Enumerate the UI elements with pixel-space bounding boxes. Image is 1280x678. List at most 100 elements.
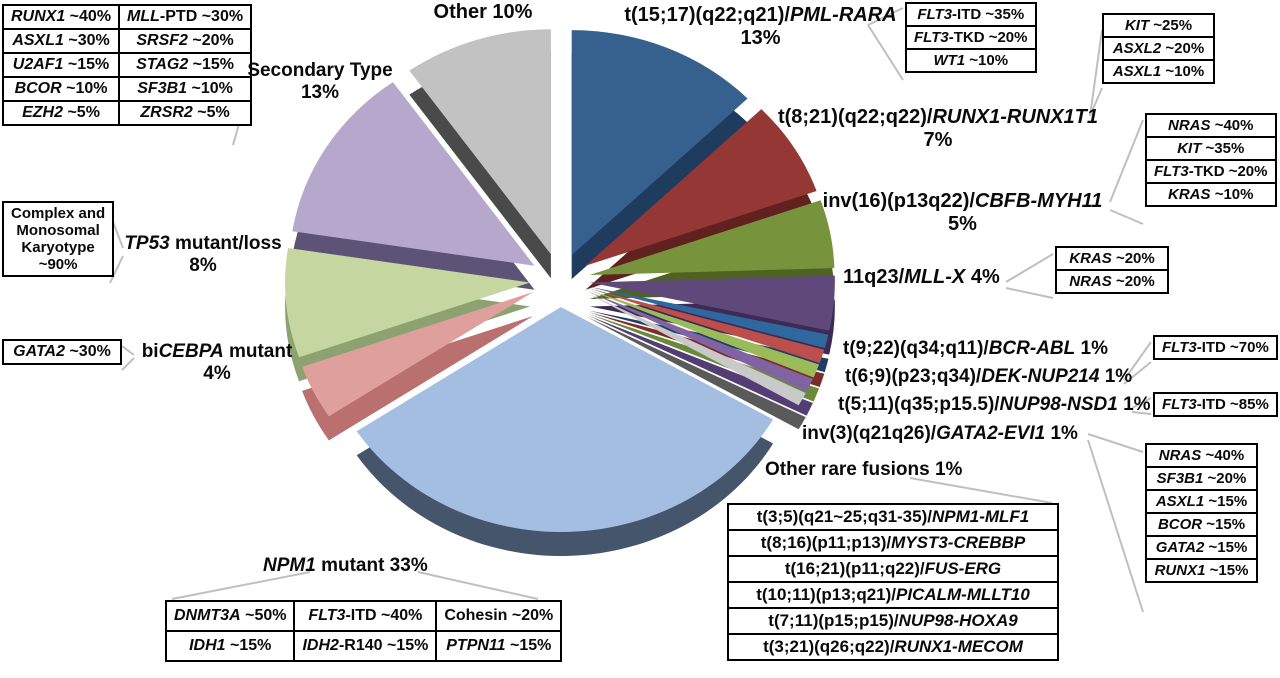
table-cell: FLT3-TKD ~20% — [1145, 159, 1277, 184]
table-cell: t(8;16)(p11;p13)/MYST3-CREBBP — [727, 529, 1059, 557]
table-cell: BCOR ~10% — [1, 76, 121, 102]
table-row: KIT ~35% — [1145, 136, 1277, 161]
label-gata2-evi1: inv(3)(q21q26)/GATA2-EVI1 1% — [802, 423, 1078, 444]
leader-lines — [109, 7, 1152, 613]
leader-line — [1005, 287, 1054, 299]
table-cell: FLT3-ITD ~70% — [1153, 335, 1278, 360]
nsd1-mutations-table: FLT3-ITD ~85% — [1153, 392, 1278, 417]
table-cell: IDH1 ~15% — [164, 630, 296, 662]
table-cell: KIT ~35% — [1145, 136, 1277, 161]
table-cell: FLT3-ITD ~85% — [1153, 392, 1278, 417]
pie-slice-t(5;11)(q35;p15.5)/NUP98-NSD1 — [587, 289, 820, 378]
table-cell: t(3;5)(q21~25;q31-35)/NPM1-MLF1 — [727, 503, 1059, 531]
table-row: FLT3-TKD ~20% — [905, 25, 1037, 50]
table-row: t(3;5)(q21~25;q31-35)/NPM1-MLF1 — [727, 503, 1059, 531]
pie-slice-t(8;21)(q22;q22)/RUNX1-RUNX1T1 — [585, 109, 817, 266]
pie-slice-t(6;9)(p23;q34)/DEK-NUP214 — [588, 288, 825, 363]
leader-line — [867, 7, 904, 26]
table-row: FLT3-TKD ~20% — [1145, 159, 1277, 184]
leader-line — [1131, 397, 1152, 409]
leader-line — [867, 24, 904, 81]
pie-slice-TP53 mutant/loss — [285, 247, 531, 358]
table-row: t(7;11)(p15;p15)/NUP98-HOXA9 — [727, 607, 1059, 635]
table-cell: PTPN11 ~15% — [435, 630, 563, 662]
table-row: FLT3-ITD ~85% — [1153, 392, 1278, 417]
leader-line — [121, 345, 135, 356]
table-row: GATA2 ~30% — [2, 339, 122, 365]
table-cell: RUNX1 ~15% — [1145, 558, 1258, 583]
label-npm1-mutant: NPM1 mutant 33% — [263, 555, 428, 576]
pie-slice-NPM1 mutant — [356, 306, 774, 532]
table-row: ASXL1 ~10% — [1102, 59, 1215, 84]
table-row: EZH2 ~5%ZRSR2 ~5% — [1, 100, 253, 126]
pie-slice-biCEBPA mutant — [302, 292, 534, 417]
table-row: WT1 ~10% — [905, 48, 1037, 73]
evi1-mutations-table: NRAS ~40%SF3B1 ~20%ASXL1 ~15%BCOR ~15%GA… — [1145, 443, 1258, 583]
table-row: NRAS ~40% — [1145, 113, 1277, 138]
pie-slice-Other rare fusions — [586, 292, 806, 406]
pie-slice-inv(16)(p13q22)/CBFB-MYH11 — [589, 200, 835, 276]
table-cell: FLT3-TKD ~20% — [905, 25, 1037, 50]
table-cell: NRAS ~40% — [1145, 443, 1258, 468]
mll-mutations-table: KRAS ~20%NRAS ~20% — [1055, 246, 1169, 294]
pie-slice-t(15;17)(q22;q21)/PML-RARA — [571, 30, 748, 256]
leader-line — [1089, 29, 1103, 117]
table-cell: t(16;21)(p11;q22)/FUS-ERG — [727, 555, 1059, 583]
pie-slice-Other — [409, 29, 551, 255]
table-cell: t(7;11)(p15;p15)/NUP98-HOXA9 — [727, 607, 1059, 635]
label-other-rare-fusions: Other rare fusions 1% — [765, 459, 963, 480]
cbfb-mutations-table: NRAS ~40%KIT ~35%FLT3-TKD ~20%KRAS ~10% — [1145, 113, 1277, 207]
pie-slice-side-Other rare fusions — [586, 316, 806, 430]
table-row: ASXL2 ~20% — [1102, 36, 1215, 61]
leader-line — [1109, 119, 1144, 203]
leader-line — [121, 357, 135, 371]
table-row: KIT ~25% — [1102, 13, 1215, 38]
runx1t1-mutations-table: KIT ~25%ASXL2 ~20%ASXL1 ~10% — [1102, 13, 1215, 84]
table-row: t(8;16)(p11;p13)/MYST3-CREBBP — [727, 529, 1059, 557]
table-cell: WT1 ~10% — [905, 48, 1037, 73]
table-row: DNMT3A ~50%FLT3-ITD ~40%Cohesin ~20% — [164, 600, 563, 632]
table-row: t(3;21)(q26;q22)/RUNX1-MECOM — [727, 633, 1059, 661]
table-cell: t(10;11)(p13;q21)/PICALM-MLLT10 — [727, 581, 1059, 609]
table-row: ASXL1 ~15% — [1145, 489, 1258, 514]
leader-line — [1089, 87, 1103, 117]
table-row: NRAS ~40% — [1145, 443, 1258, 468]
table-cell: ASXL2 ~20% — [1102, 36, 1215, 61]
label-nup98-nsd1: t(5;11)(q35;p15.5)/NUP98-NSD1 1% — [838, 394, 1151, 415]
pie-slice-Secondary Type — [292, 82, 535, 266]
table-cell: KIT ~25% — [1102, 13, 1215, 38]
table-cell: NRAS ~40% — [1145, 113, 1277, 138]
table-cell: BCOR ~15% — [1145, 512, 1258, 537]
table-row: U2AF1 ~15%STAG2 ~15% — [1, 52, 253, 78]
table-cell: MLL-PTD ~30% — [118, 4, 253, 30]
npm1-mutations-table: DNMT3A ~50%FLT3-ITD ~40%Cohesin ~20%IDH1… — [164, 600, 563, 662]
table-cell: KRAS ~20% — [1055, 246, 1169, 271]
table-cell: STAG2 ~15% — [118, 52, 253, 78]
pie-slices — [285, 29, 835, 556]
table-cell: SRSF2 ~20% — [118, 28, 253, 54]
table-cell: KRAS ~10% — [1145, 182, 1277, 207]
table-row: RUNX1 ~15% — [1145, 558, 1258, 583]
table-cell: ASXL1 ~30% — [1, 28, 121, 54]
pie-slice-inv(3)(q21q26)/GATA2-EVI1 — [587, 291, 813, 392]
table-cell: GATA2 ~30% — [2, 339, 122, 365]
table-row: BCOR ~15% — [1145, 512, 1258, 537]
secondary-mutations-table: RUNX1 ~40%MLL-PTD ~30%ASXL1 ~30%SRSF2 ~2… — [1, 4, 253, 126]
leader-line — [1087, 433, 1144, 453]
pie-slice-side-inv(3)(q21q26)/GATA2-EVI1 — [587, 315, 813, 416]
leader-line — [171, 571, 311, 600]
table-cell: NRAS ~20% — [1055, 269, 1169, 294]
table-row: FLT3-ITD ~70% — [1153, 335, 1278, 360]
table-cell: SF3B1 ~20% — [1145, 466, 1258, 491]
table-row: GATA2 ~15% — [1145, 535, 1258, 560]
